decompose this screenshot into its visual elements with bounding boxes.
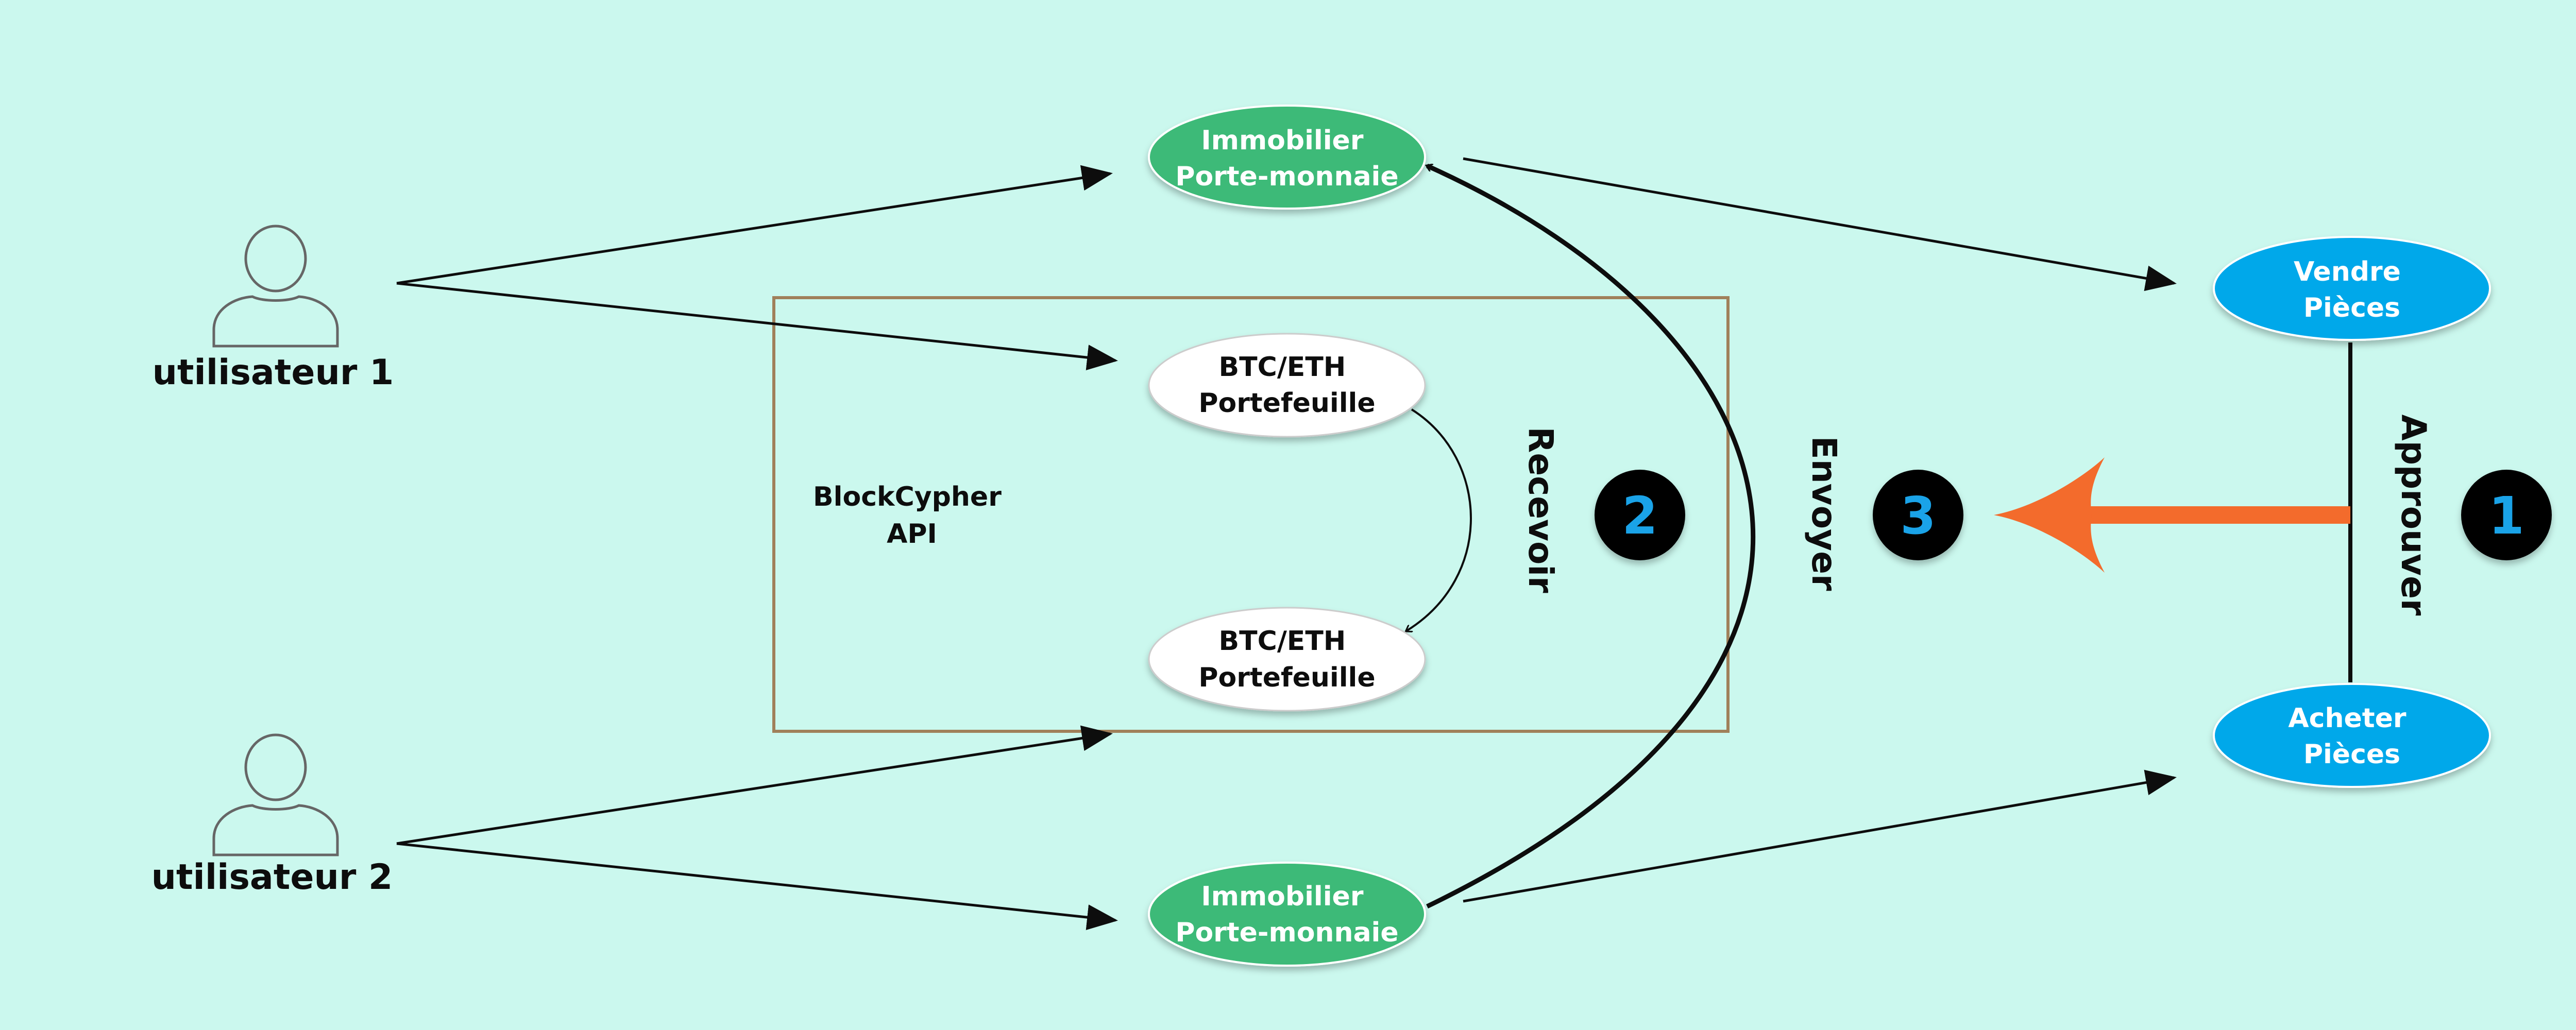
- blockcypher-api-box: [772, 296, 1730, 733]
- api-label: BlockCypher API: [813, 482, 1011, 550]
- connector-user1-btc: [396, 282, 1118, 370]
- step-badge-2: 2: [1595, 470, 1685, 560]
- buy-coins-label: Acheter Pièces: [2288, 703, 2415, 770]
- immobilier-wallet-bottom: Immobilier Porte-monnaie: [1148, 862, 1426, 967]
- send-curve: [1427, 166, 1756, 909]
- connector-immobilier-sell: [1463, 157, 2177, 291]
- approve-label: Approuver: [2394, 415, 2433, 616]
- connector-user1-immobilier: [396, 165, 1113, 285]
- receive-label: Recevoir: [1521, 426, 1561, 593]
- step-badge-1: 1: [2461, 470, 2552, 560]
- svg-text:3: 3: [1900, 486, 1936, 546]
- svg-text:2: 2: [1622, 486, 1658, 546]
- user1-label: utilisateur 1: [152, 352, 394, 393]
- svg-text:1: 1: [2488, 486, 2524, 546]
- connector-user2-immobilier: [396, 842, 1118, 931]
- btc-top-label: BTC/ETH Portefeuille: [1198, 352, 1375, 419]
- connector-immobilier-buy: [1463, 769, 2177, 903]
- btc-wallet-bottom: BTC/ETH Portefeuille: [1148, 607, 1426, 712]
- orange-arrow-icon: [1994, 457, 2350, 573]
- btc-bottom-label: BTC/ETH Portefeuille: [1198, 626, 1375, 693]
- send-label: Envoyer: [1804, 436, 1844, 591]
- btc-wallet-top: BTC/ETH Portefeuille: [1148, 333, 1426, 438]
- user1-icon: [212, 225, 339, 348]
- connector-user2-btc: [396, 725, 1113, 845]
- step-badge-3: 3: [1873, 470, 1963, 560]
- buy-coins-node: Acheter Pièces: [2213, 683, 2491, 788]
- user2-icon: [212, 733, 339, 856]
- immobilier-top-label: Immobilier Porte-monnaie: [1175, 125, 1398, 192]
- user2-label: utilisateur 2: [151, 857, 393, 898]
- sell-coins-label: Vendre Pièces: [2294, 256, 2410, 323]
- sell-coins-node: Vendre Pièces: [2213, 236, 2491, 341]
- receive-curve: [1406, 408, 1472, 631]
- immobilier-wallet-top: Immobilier Porte-monnaie: [1148, 105, 1426, 210]
- immobilier-bottom-label: Immobilier Porte-monnaie: [1175, 881, 1398, 948]
